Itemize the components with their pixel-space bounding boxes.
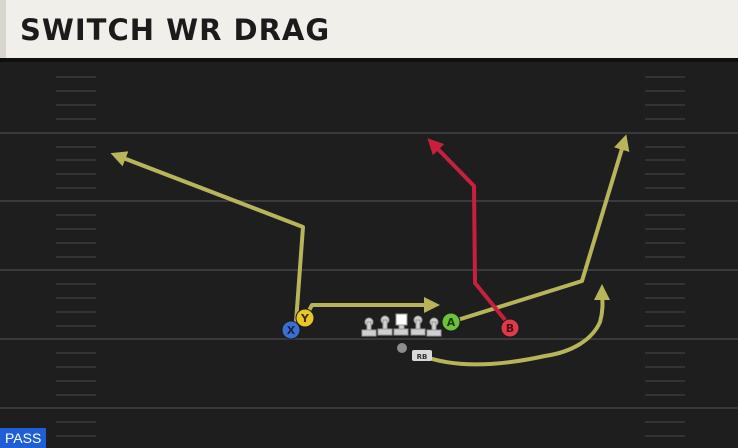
rb-label: RB xyxy=(417,353,428,361)
y-button-label: Y xyxy=(300,312,310,325)
x-button-label: X xyxy=(287,324,296,337)
route-b-post xyxy=(427,138,512,328)
hash-marks-left xyxy=(56,76,96,437)
center-icon xyxy=(393,313,409,336)
offensive-line xyxy=(361,313,442,337)
lineman-icon xyxy=(410,315,426,336)
play-header: SWITCH WR DRAG xyxy=(0,0,738,62)
a-button-icon[interactable]: A xyxy=(441,312,461,332)
x-button-icon[interactable]: X xyxy=(281,320,301,340)
lineman-icon xyxy=(361,317,377,337)
rb-marker[interactable]: RB xyxy=(412,350,432,361)
hash-marks-right xyxy=(645,76,685,437)
yard-lines xyxy=(0,132,738,409)
lineman-icon xyxy=(426,317,442,337)
quarterback-marker xyxy=(397,343,407,353)
b-button-icon[interactable]: B xyxy=(500,318,520,338)
lineman-icon xyxy=(377,315,393,336)
route-x-post xyxy=(110,151,305,324)
field-turf xyxy=(0,62,738,448)
play-diagram-field: RB X Y A B xyxy=(0,62,738,448)
route-rb-wheel xyxy=(421,284,611,367)
y-button-icon[interactable]: Y xyxy=(295,308,315,328)
header-accent xyxy=(0,0,6,60)
play-title: SWITCH WR DRAG xyxy=(20,13,331,47)
header-shadow xyxy=(0,58,738,62)
play-type-badge: PASS xyxy=(0,428,47,448)
a-button-label: A xyxy=(447,316,456,329)
b-button-label: B xyxy=(506,322,514,335)
